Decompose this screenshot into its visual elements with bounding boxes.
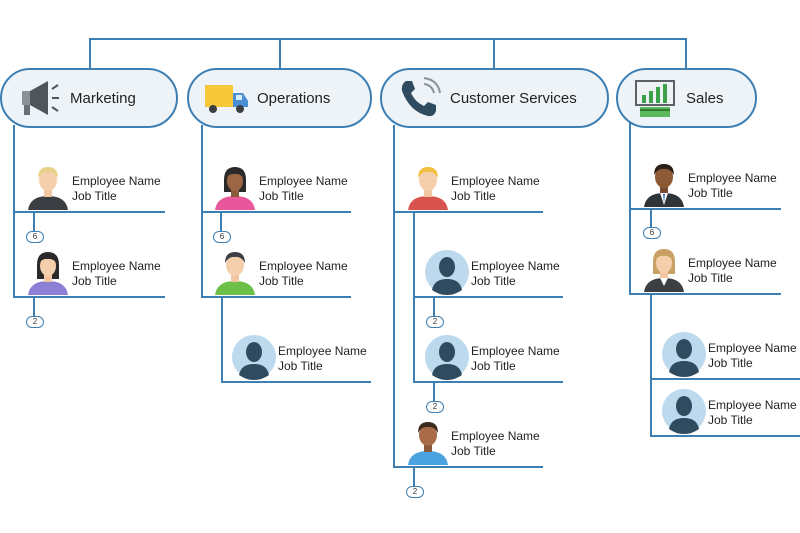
dept-label-operations: Operations [257, 89, 331, 107]
dept-label-customer-services: Customer Services [450, 89, 577, 107]
employee-name: Employee Name [72, 259, 161, 273]
employee-card[interactable]: Employee Name Job Title [422, 332, 567, 382]
silhouette-avatar [662, 389, 706, 434]
employee-name: Employee Name [259, 174, 348, 188]
job-title: Job Title [708, 356, 753, 370]
silhouette-avatar [662, 332, 706, 377]
truck-icon [205, 85, 248, 113]
employee-name: Employee Name [708, 398, 797, 412]
employee-card[interactable]: Employee Name Job Title [209, 162, 354, 212]
count-badge[interactable]: 2 [406, 486, 424, 498]
dept-node-marketing[interactable]: Marketing [0, 68, 178, 128]
employee-name: Employee Name [451, 429, 540, 443]
employee-card[interactable]: Employee Name Job Title [209, 247, 354, 297]
megaphone-icon [22, 81, 59, 115]
job-title: Job Title [688, 271, 733, 285]
man-red-shirt-avatar [408, 167, 448, 210]
employee-name: Employee Name [688, 256, 777, 270]
woman-dark-skin-avatar [215, 167, 255, 210]
employee-card[interactable]: Employee Name Job Title [22, 162, 167, 212]
job-title: Job Title [72, 189, 117, 203]
count-badge[interactable]: 2 [426, 401, 444, 413]
employee-name: Employee Name [708, 341, 797, 355]
job-title: Job Title [451, 444, 496, 458]
count-badge[interactable]: 2 [426, 316, 444, 328]
employee-name: Employee Name [451, 174, 540, 188]
employee-card[interactable]: Employee Name Job Title [229, 332, 374, 382]
job-title: Job Title [471, 359, 516, 373]
woman-black-hair-avatar [28, 252, 68, 295]
job-title: Job Title [471, 274, 516, 288]
employee-name: Employee Name [278, 344, 367, 358]
job-title: Job Title [72, 274, 117, 288]
employee-card[interactable]: Employee Name Job Title [638, 244, 783, 294]
dept-node-customer-services[interactable]: Customer Services [380, 68, 609, 128]
employee-name: Employee Name [471, 259, 560, 273]
phone-icon [401, 77, 441, 117]
silhouette-avatar [425, 250, 469, 295]
employee-name: Employee Name [471, 344, 560, 358]
silhouette-avatar [425, 335, 469, 380]
employee-card[interactable]: Employee Name Job Title [659, 386, 800, 436]
woman-blonde-avatar [644, 249, 684, 292]
silhouette-avatar [232, 335, 276, 380]
dept-node-operations[interactable]: Operations [187, 68, 372, 128]
dept-node-sales[interactable]: Sales [616, 68, 757, 128]
employee-card[interactable]: Employee Name Job Title [638, 159, 783, 209]
count-badge[interactable]: 6 [213, 231, 231, 243]
count-badge[interactable]: 6 [26, 231, 44, 243]
employee-name: Employee Name [688, 171, 777, 185]
man-green-shirt-avatar [215, 252, 255, 295]
dept-label-marketing: Marketing [70, 89, 136, 107]
employee-card[interactable]: Employee Name Job Title [402, 417, 547, 467]
man-suit-avatar [644, 164, 684, 207]
job-title: Job Title [259, 189, 304, 203]
job-title: Job Title [451, 189, 496, 203]
count-badge[interactable]: 2 [26, 316, 44, 328]
job-title: Job Title [259, 274, 304, 288]
employee-name: Employee Name [72, 174, 161, 188]
employee-card[interactable]: Employee Name Job Title [659, 329, 800, 379]
job-title: Job Title [278, 359, 323, 373]
job-title: Job Title [688, 186, 733, 200]
employee-card[interactable]: Employee Name Job Title [22, 247, 167, 297]
employee-card[interactable]: Employee Name Job Title [422, 247, 567, 297]
employee-card[interactable]: Employee Name Job Title [402, 162, 547, 212]
job-title: Job Title [708, 413, 753, 427]
employee-name: Employee Name [259, 259, 348, 273]
man-blue-shirt-avatar [408, 422, 448, 465]
count-badge[interactable]: 6 [643, 227, 661, 239]
man-blond-avatar [28, 167, 68, 210]
sales-chart-icon [635, 80, 675, 117]
dept-label-sales: Sales [686, 89, 724, 107]
